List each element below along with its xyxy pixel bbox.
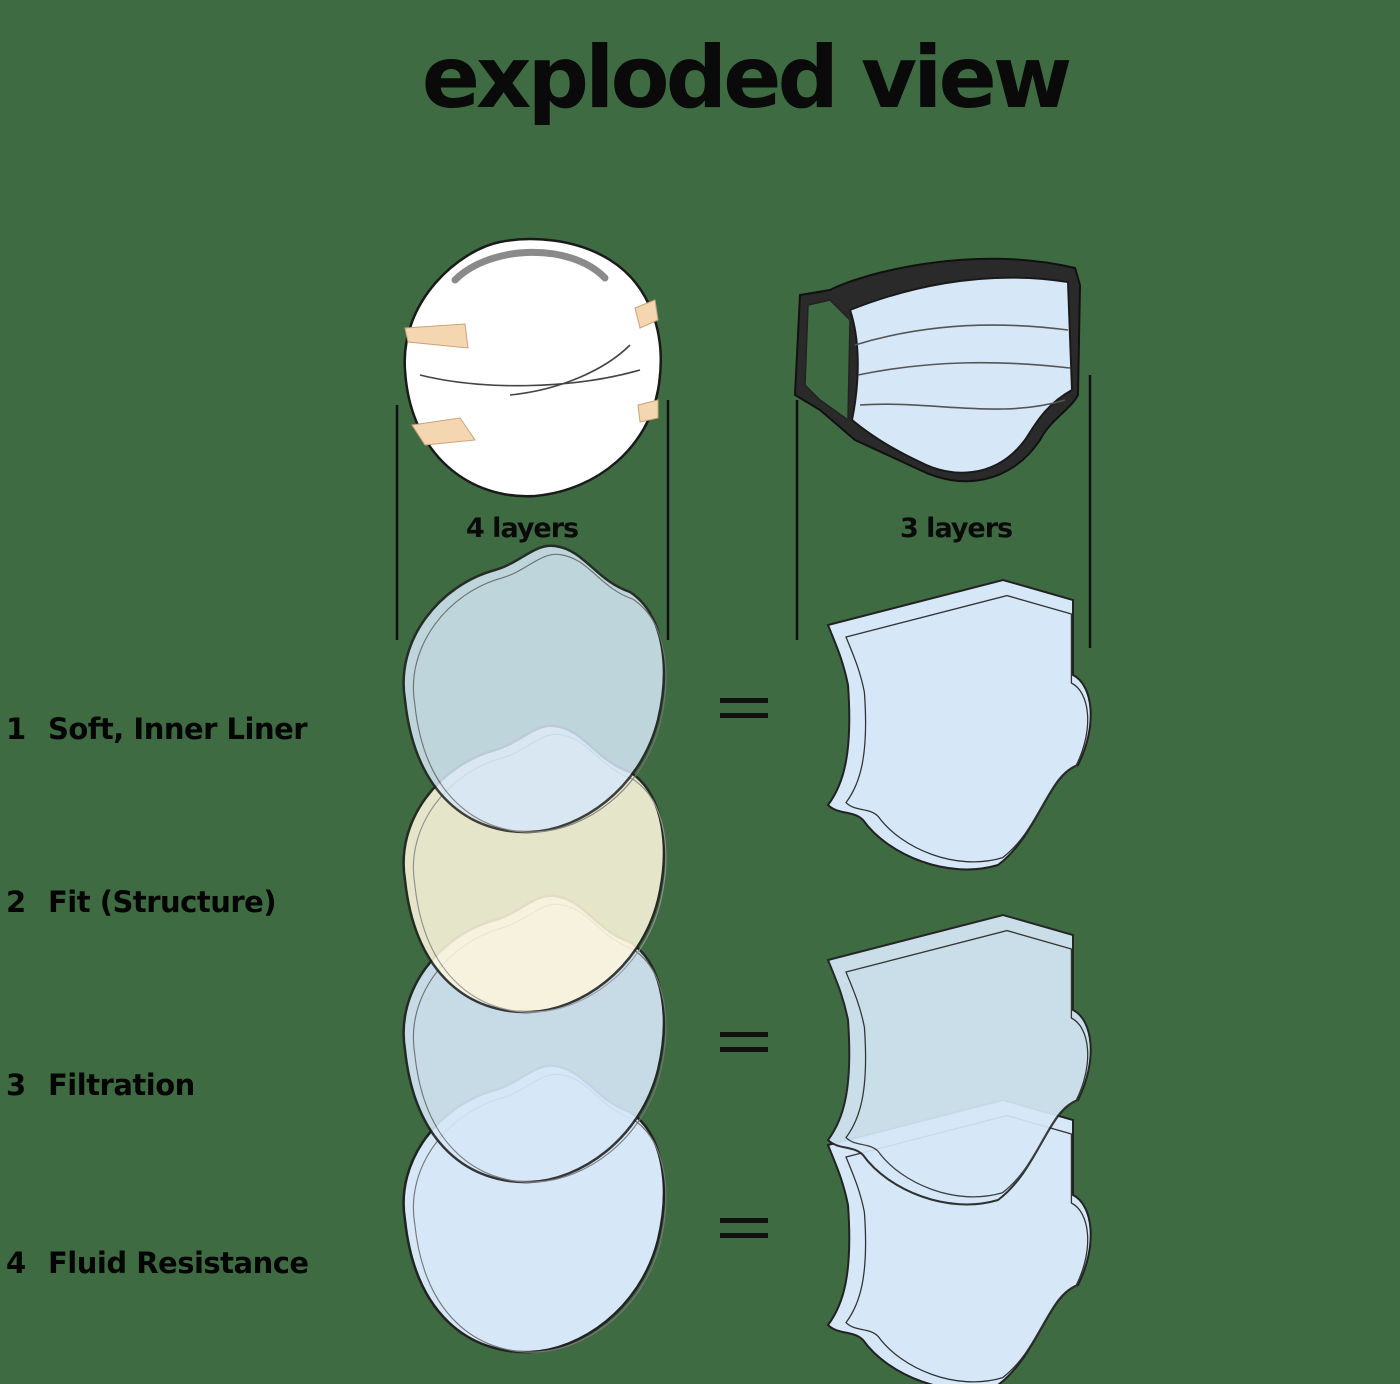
surgical-layer-1 (827, 579, 1092, 871)
equals-sign-layer-4 (720, 1214, 768, 1242)
layer-name: Fit (Structure) (48, 885, 277, 919)
layer-label-2: 2 Fit (Structure) (6, 885, 277, 919)
layer-name: Filtration (48, 1068, 195, 1102)
layer-label-3: 3 Filtration (6, 1068, 195, 1102)
surgical-mask-layer-count: 3 layers (900, 513, 1013, 544)
bracket-lines (395, 375, 1092, 648)
layer-number: 1 (6, 712, 26, 746)
layer-label-1: 1 Soft, Inner Liner (6, 712, 308, 746)
layer-label-4: 4 Fluid Resistance (6, 1246, 309, 1280)
layer-name: Soft, Inner Liner (48, 712, 308, 746)
layer-number: 2 (6, 885, 26, 919)
surgical-mask-illustration (793, 257, 1082, 483)
respirator-layer-count: 4 layers (466, 513, 579, 544)
layer-number: 3 (6, 1068, 26, 1102)
layer-name: Fluid Resistance (48, 1246, 309, 1280)
layer-number: 4 (6, 1246, 26, 1280)
page-title: exploded view (421, 28, 1073, 128)
equals-sign-layer-3 (720, 1028, 768, 1056)
equals-sign-layer-1 (720, 694, 768, 722)
respirator-mask-illustration (403, 237, 662, 498)
